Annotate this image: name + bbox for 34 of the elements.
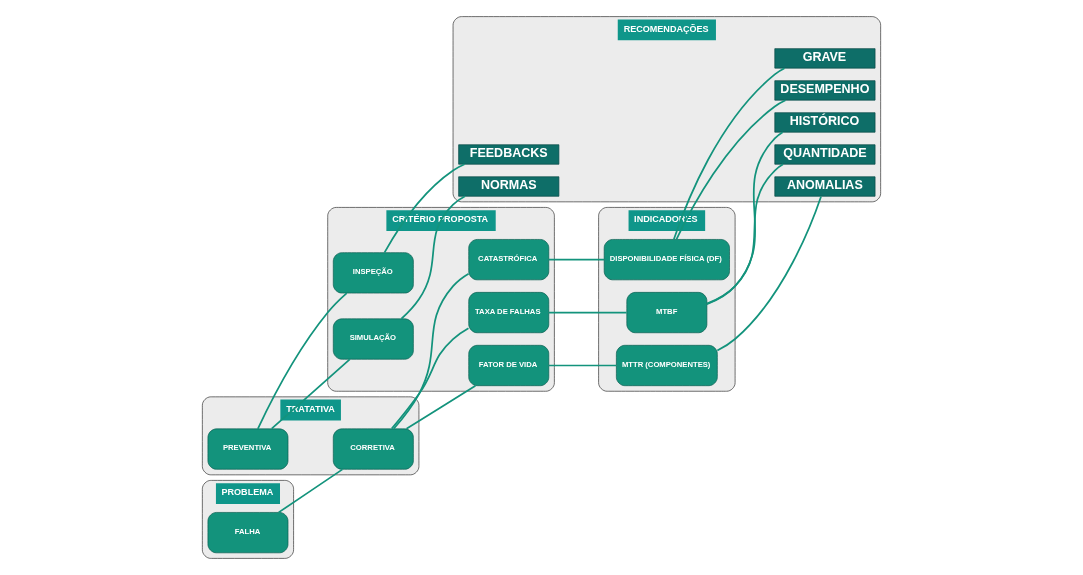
connector <box>392 272 470 430</box>
connector <box>706 131 784 305</box>
node-box: MTBF <box>626 292 708 334</box>
connector <box>716 195 822 352</box>
node-box: INSPEÇÃO <box>332 252 414 294</box>
node-box: QUANTIDADE <box>774 144 876 165</box>
connector <box>548 258 605 261</box>
connector <box>548 364 618 367</box>
node-box: TAXA DE FALHAS <box>468 292 550 334</box>
connector <box>383 163 466 254</box>
node-box: NORMAS <box>458 176 560 197</box>
connector <box>400 195 466 320</box>
node-box: PREVENTIVA <box>207 428 289 470</box>
connector <box>706 163 784 305</box>
node-box: FALHA <box>207 512 289 554</box>
node-box: GRAVE <box>774 48 876 69</box>
node-box: DISPONIBILIDADE FÍSICA (DF) <box>603 239 730 281</box>
connector <box>256 292 348 430</box>
connector <box>270 358 351 430</box>
node-box: CORRETIVA <box>332 428 414 470</box>
node-box: DESEMPENHO <box>774 80 876 101</box>
node-box: HISTÓRICO <box>774 112 876 133</box>
connector <box>672 67 786 241</box>
connector <box>405 384 477 430</box>
node-box: MTTR (COMPONENTES) <box>616 344 718 387</box>
node-box: FEEDBACKS <box>458 144 560 165</box>
connector <box>548 311 628 314</box>
node-box: ANOMALIAS <box>774 176 876 197</box>
node-box: FATOR DE VIDA <box>468 344 550 387</box>
node-box: SIMULAÇÃO <box>332 318 414 360</box>
connector <box>277 468 344 514</box>
connector <box>675 99 787 241</box>
connector <box>390 327 470 430</box>
node-box: CATASTRÓFICA <box>468 239 550 281</box>
